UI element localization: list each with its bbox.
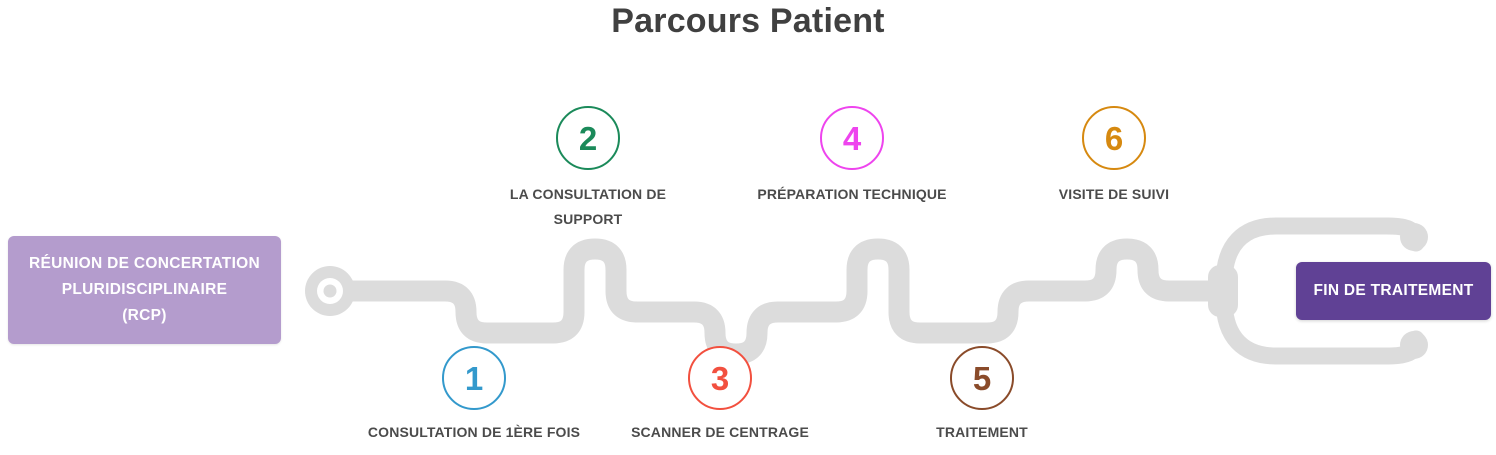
step-4-circle: 4 (820, 106, 884, 170)
step-2-circle: 2 (556, 106, 620, 170)
stethoscope-chestpiece-center (323, 284, 337, 298)
step-5-label: TRAITEMENT (936, 424, 1028, 440)
end-box-label: FIN DE TRAITEMENT (1313, 282, 1474, 299)
page-title: Parcours Patient (611, 2, 885, 40)
start-box-line-1: RÉUNION DE CONCERTATION (28, 255, 261, 272)
step-6-label: VISITE DE SUIVI (1058, 186, 1170, 202)
step-2-label: LA CONSULTATION DE SUPPORT (509, 186, 667, 227)
step-5[interactable]: 5 TRAITEMENT (923, 346, 1041, 445)
step-1[interactable]: 1 CONSULTATION DE 1ÈRE FOIS (355, 346, 593, 445)
step-2[interactable]: 2 LA CONSULTATION DE SUPPORT (498, 106, 678, 232)
stethoscope-earpiece-upper (1400, 223, 1428, 251)
start-box-label: RÉUNION DE CONCERTATION PLURIDISCIPLINAI… (29, 251, 260, 329)
start-box-line-2: PLURIDISCIPLINAIRE (61, 281, 228, 298)
step-4[interactable]: 4 PRÉPARATION TECHNIQUE (744, 106, 960, 207)
step-5-circle: 5 (950, 346, 1014, 410)
step-3[interactable]: 3 SCANNER DE CENTRAGE (621, 346, 819, 445)
start-box-rcp[interactable]: RÉUNION DE CONCERTATION PLURIDISCIPLINAI… (8, 236, 281, 344)
step-6[interactable]: 6 VISITE DE SUIVI (1026, 106, 1202, 207)
step-3-circle: 3 (688, 346, 752, 410)
step-3-label: SCANNER DE CENTRAGE (631, 424, 809, 440)
stethoscope-earpiece-lower (1400, 331, 1428, 359)
step-1-label: CONSULTATION DE 1ÈRE FOIS (367, 424, 581, 440)
start-box-line-3: (RCP) (122, 307, 167, 324)
stethoscope-tube-path (329, 238, 1233, 365)
end-box-fin-de-traitement[interactable]: FIN DE TRAITEMENT (1296, 262, 1491, 320)
step-4-label: PRÉPARATION TECHNIQUE (757, 186, 947, 202)
step-6-circle: 6 (1082, 106, 1146, 170)
step-1-circle: 1 (442, 346, 506, 410)
